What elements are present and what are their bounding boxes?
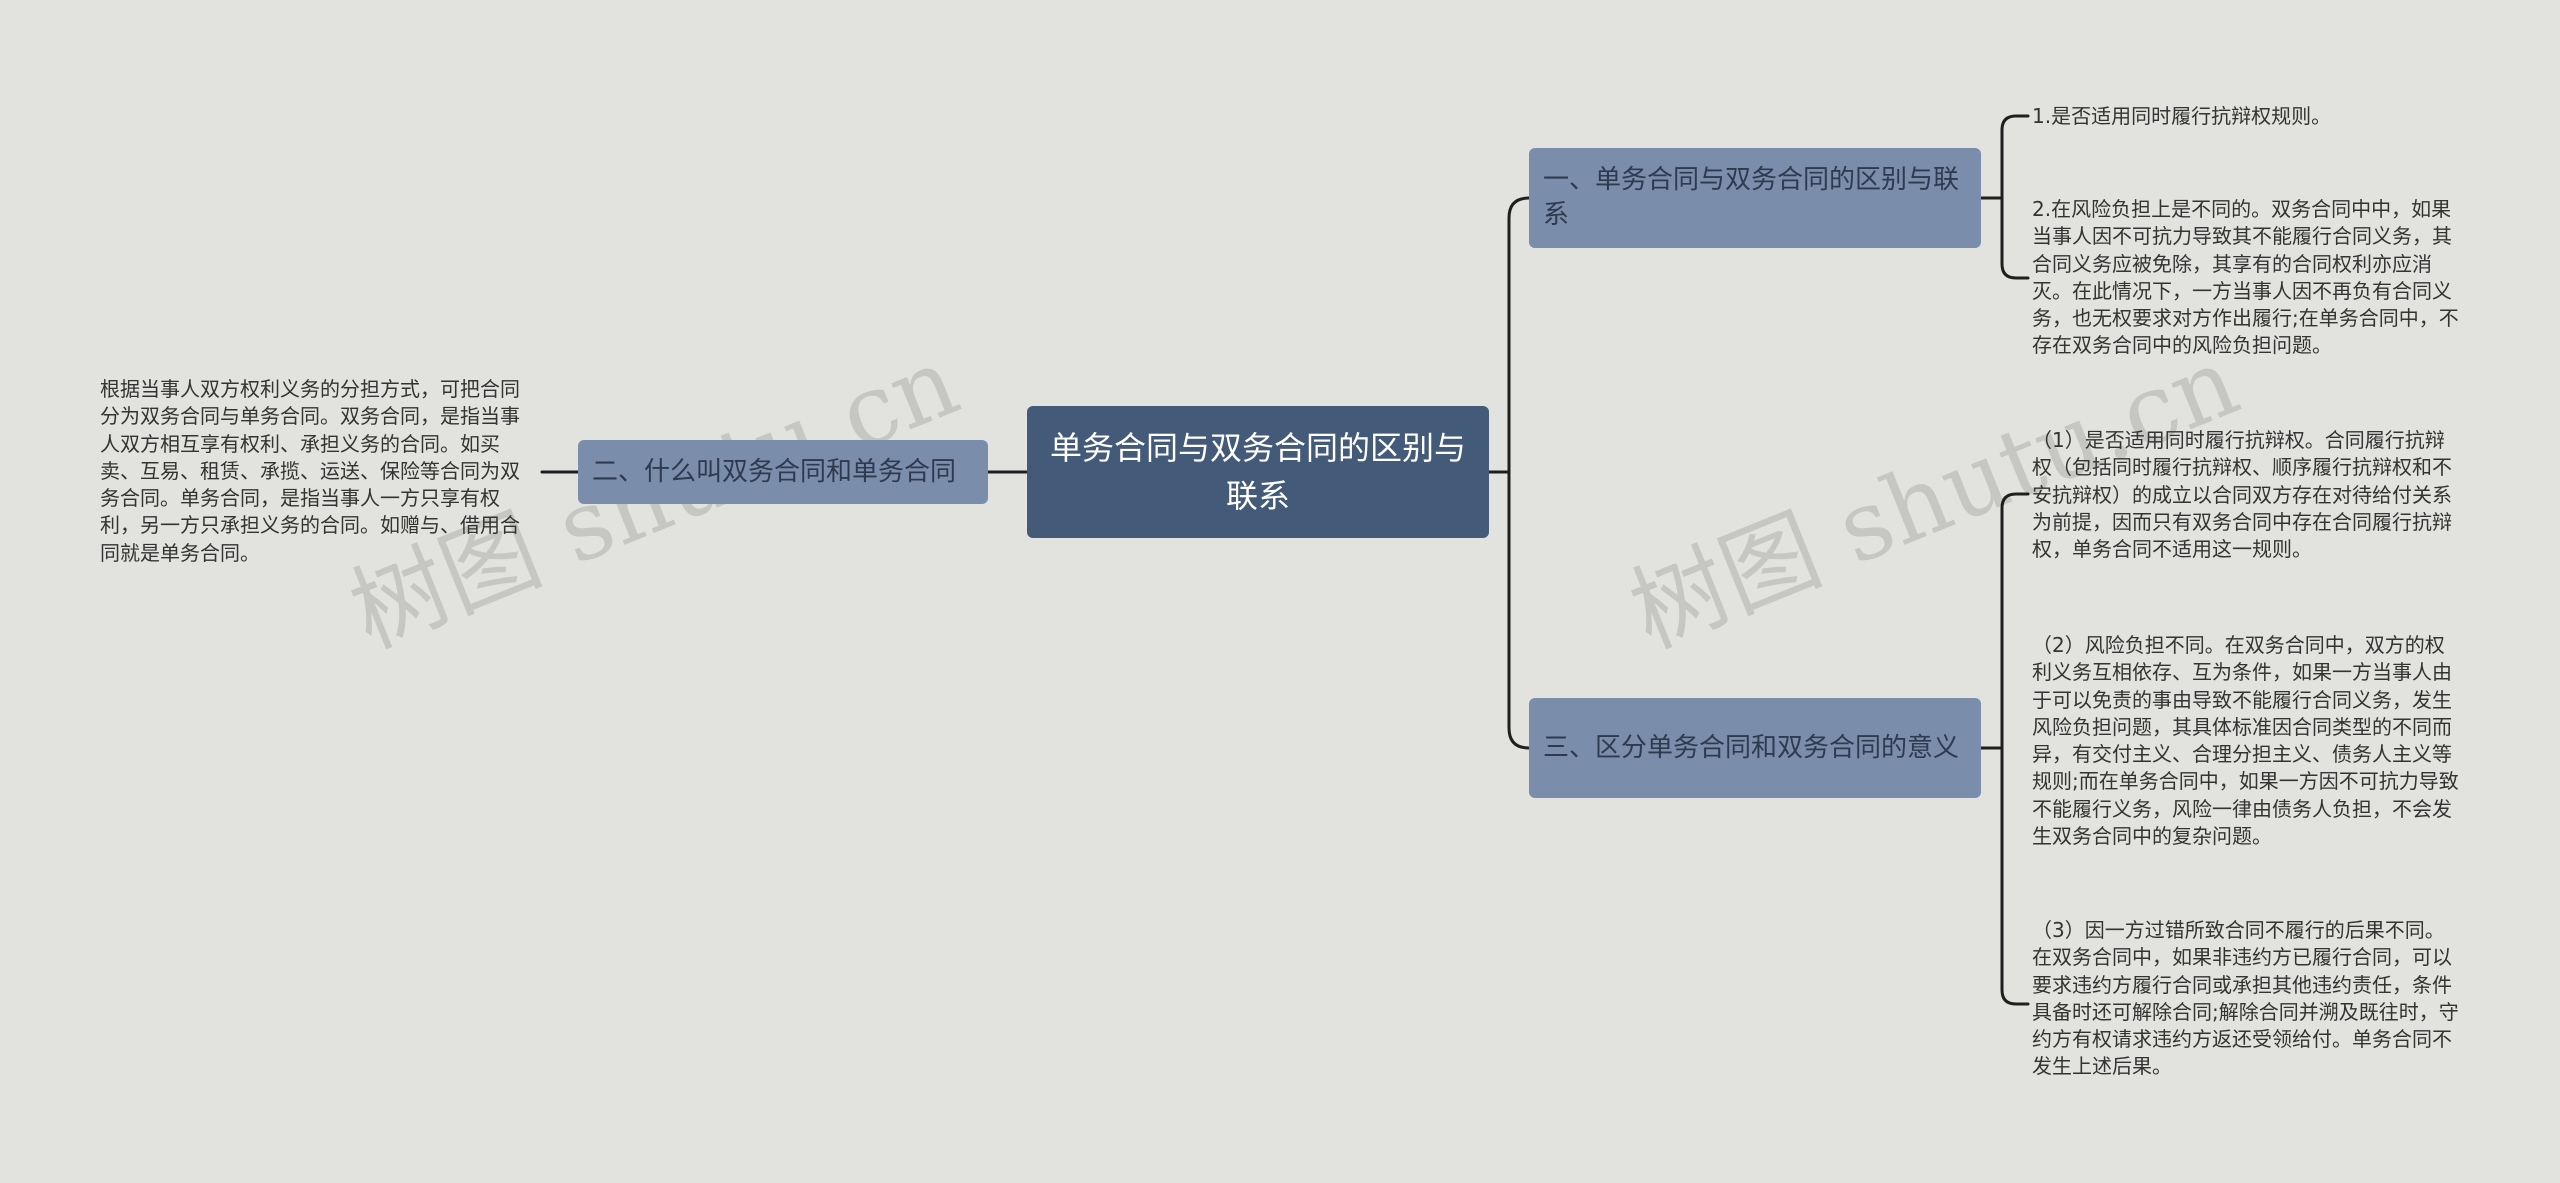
branch-label: 一、单务合同与双务合同的区别与联系 <box>1543 165 1960 230</box>
link-branch-1-leaves <box>1979 114 2030 280</box>
link-center-branch-3 <box>1507 470 1531 750</box>
branch-node-1[interactable]: 一、单务合同与双务合同的区别与联系 <box>1529 148 1981 248</box>
leaf-node-2[interactable]: 2.在风险负担上是不同的。双务合同中中，如果当事人因不可抗力导致其不能履行合同义… <box>2032 197 2459 358</box>
link-center-branch-1 <box>1487 196 1531 474</box>
leaf-node-5[interactable]: （2）风险负担不同。在双务合同中，双方的权利义务互相依存、互为条件，如果一方当事… <box>2032 633 2459 849</box>
branch-node-2[interactable]: 二、什么叫双务合同和单务合同 <box>578 440 988 504</box>
link-branch-3-leaves <box>1979 492 2030 1006</box>
leaf-node-4[interactable]: （1）是否适用同时履行抗辩权。合同履行抗辩权（包括同时履行抗辩权、顺序履行抗辩权… <box>2032 428 2452 562</box>
branch-label: 三、区分单务合同和双务合同的意义 <box>1543 732 1960 763</box>
leaf-node-1[interactable]: 1.是否适用同时履行抗辩权规则。 <box>2032 104 2332 128</box>
branch-label: 二、什么叫双务合同和单务合同 <box>592 456 957 487</box>
center-topic[interactable]: 单务合同与双务合同的区别与联系 <box>1027 406 1489 538</box>
leaf-node-3[interactable]: 根据当事人双方权利义务的分担方式，可把合同分为双务合同与单务合同。双务合同，是指… <box>100 377 520 565</box>
leaf-node-6[interactable]: （3）因一方过错所致合同不履行的后果不同。在双务合同中，如果非违约方已履行合同，… <box>2032 918 2459 1079</box>
branch-node-3[interactable]: 三、区分单务合同和双务合同的意义 <box>1529 698 1981 798</box>
center-topic-label: 单务合同与双务合同的区别与联系 <box>1049 429 1466 515</box>
